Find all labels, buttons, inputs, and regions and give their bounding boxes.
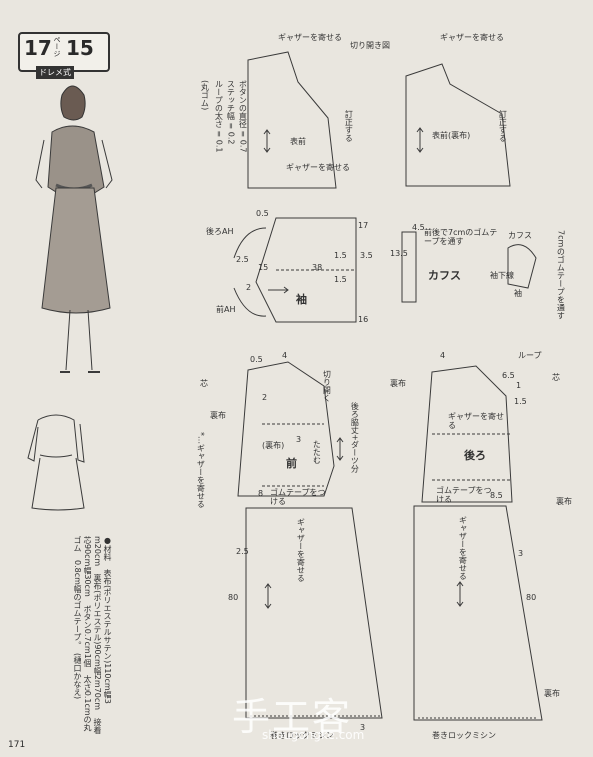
label-gather-skirt-1: ギャザーを寄せる	[296, 518, 306, 582]
dim-17: 17	[358, 221, 369, 230]
cuff-pattern	[401, 231, 417, 303]
label-elastic-note: 前後で7cmのゴムテープを通す	[424, 228, 498, 247]
dim-8-5: 8.5	[490, 491, 503, 500]
front-bodice	[237, 361, 335, 497]
dim-13-5: 13.5	[390, 249, 408, 258]
sleeve-pattern	[255, 217, 357, 323]
method-label: ドレメ式	[36, 66, 74, 79]
label-sleeve-under: 袖下線	[490, 271, 514, 280]
label-fold: たたむ	[312, 440, 322, 464]
label-gather-1: ギャザーを寄せる	[278, 33, 342, 42]
watermark-url: shougongke.com	[262, 728, 365, 742]
dim-3b: 3	[296, 435, 302, 444]
label-lining-front: (裏布)	[262, 441, 285, 450]
dim-8: 8	[258, 489, 264, 498]
label-gather-3: ギャザーを寄せる	[286, 163, 350, 172]
label-attach-rubber-1: ゴムテープをつける	[270, 488, 326, 507]
label-cut-open: 切り開き図	[350, 41, 390, 50]
dim-38: 38	[312, 263, 323, 272]
back-bodice	[421, 365, 513, 503]
label-back-ah: 後ろAH	[206, 227, 234, 236]
dress-illustration	[35, 85, 113, 373]
dim-0-5b: 0.5	[250, 355, 263, 364]
page-number: 171	[8, 740, 26, 750]
label-core-2: 芯	[552, 373, 560, 382]
dim-1-5c: 1.5	[514, 397, 527, 406]
label-cuffs: カフス	[428, 269, 461, 282]
note-rubber: (丸ゴム)	[200, 80, 210, 111]
dim-0-5: 0.5	[256, 209, 269, 218]
dim-3c: 3	[518, 549, 524, 558]
label-back: 後ろ	[464, 449, 486, 462]
label-gather-note: *…ギャザーを寄せる	[196, 432, 206, 508]
front-skirt	[245, 507, 383, 719]
label-gather-skirt-2: ギャザーを寄せる	[458, 516, 468, 580]
label-front-facing: 表前	[290, 137, 306, 146]
label-cuffs-2: カフス	[508, 231, 532, 240]
dress-back-sketch	[27, 414, 85, 511]
label-elastic-note-2: 7cmのゴムテープを通す	[556, 230, 566, 320]
label-hem-2: 巻きロックミシン	[432, 731, 496, 740]
dim-2b: 2	[262, 393, 268, 402]
label-tack-1: 訂正する	[344, 110, 354, 142]
materials-list: ●材料 表布(ポリエステルサテン)110cm幅3 m20cm 裏布(ポリエステル…	[72, 536, 112, 736]
label-gather-2: ギャザーを寄せる	[440, 33, 504, 42]
materials-line: 芯90cm幅30cm ボタン0.7cm1個 太さ0.1cmの丸	[83, 536, 92, 732]
pattern-number-badge: 17 ページ 15	[18, 32, 110, 72]
back-skirt	[413, 505, 543, 721]
label-loop: ループ	[518, 351, 542, 360]
label-hem-1: 巻きロックミシン	[270, 731, 334, 740]
dim-16: 16	[358, 315, 369, 324]
dim-3a: 3	[360, 723, 366, 732]
note-button: ボタンの直径 = 0.7	[238, 80, 248, 153]
note-loop: ループの太さ = 0.1	[214, 80, 224, 153]
label-sleeve: 袖	[296, 293, 307, 306]
pattern-number-right: 15	[66, 36, 94, 60]
label-tack-2: 訂正する	[498, 110, 508, 142]
label-front-facing-lining: 表前(裏布)	[432, 131, 471, 140]
dim-80b: 80	[526, 593, 537, 602]
dim-2-5b: 2.5	[236, 547, 249, 556]
label-lining-right: 裏布	[390, 379, 406, 388]
dim-3-5: 3.5	[360, 251, 373, 260]
watermark-logo: 手工客	[232, 695, 353, 739]
label-lining-left: 裏布	[210, 411, 226, 420]
label-core: 芯	[200, 379, 208, 388]
dim-2-5: 2.5	[236, 255, 249, 264]
materials-line: ●材料 表布(ポリエステルサテン)110cm幅3	[103, 536, 112, 704]
dim-1-5a: 1.5	[334, 251, 347, 260]
dim-1-5b: 1.5	[334, 275, 347, 284]
dim-6-5: 6.5	[502, 371, 515, 380]
dim-2a: 2	[246, 283, 252, 292]
pattern-number-left: 17	[24, 36, 52, 60]
label-lining-right-2: 裏布	[556, 497, 572, 506]
label-attach-rubber-2: ゴムテープをつける	[436, 486, 492, 505]
dim-4-5: 4.5	[412, 223, 425, 232]
label-lining-hem: 裏布	[544, 689, 560, 698]
label-cut-open-2: 切り開く	[322, 370, 332, 402]
materials-line: ゴム 0.8cm幅のゴムテープ。 (樋口かなえ)	[73, 536, 82, 700]
dim-15: 15	[258, 263, 269, 272]
cuff-sketch	[507, 244, 537, 289]
dim-1: 1	[516, 381, 522, 390]
dim-4a: 4	[282, 351, 288, 360]
dim-4b: 4	[440, 351, 446, 360]
page-mark: ページ	[53, 36, 61, 57]
dim-80a: 80	[228, 593, 239, 602]
label-sleeve-2: 袖	[514, 289, 522, 298]
label-gather-back: ギャザーを寄せる	[448, 412, 504, 431]
label-front-ah: 前AH	[216, 305, 236, 314]
label-front: 前	[286, 457, 297, 470]
label-back-center: 後ろ脇丈+ダーツ分	[350, 402, 360, 473]
bodice-piece-1	[247, 51, 337, 189]
note-stitch: ステッチ幅 = 0.2	[226, 80, 236, 145]
materials-line: m20cm 裏布(ポリエステル)90cm幅2m70cm 接着	[93, 536, 102, 735]
bodice-piece-2	[405, 63, 511, 187]
